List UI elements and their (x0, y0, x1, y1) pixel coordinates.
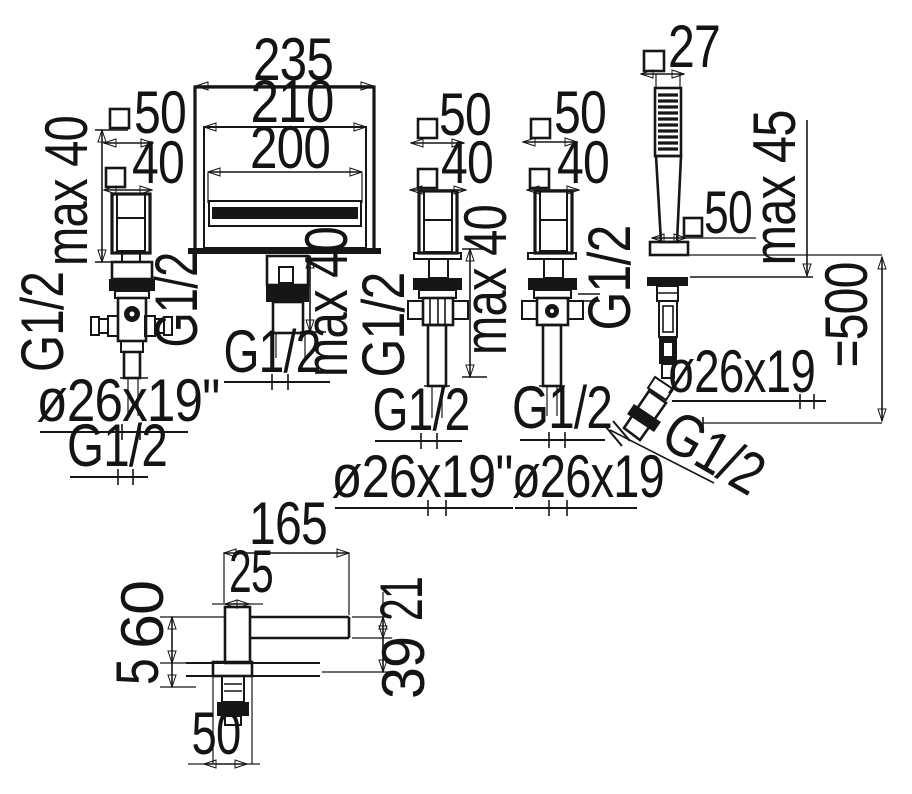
handshower-head (653, 86, 683, 158)
dim-height-above-deck: 60 (109, 581, 176, 649)
dim-valve1-deck-max: max 40 (452, 205, 519, 355)
handshower-deck-flange (647, 277, 688, 286)
valve2-front-view: 50 40 G1/2 G1/2 ø26x19 (512, 79, 665, 516)
side-locknut (217, 702, 249, 716)
valve1-deck-flange (413, 278, 462, 290)
valve2-handle-inner (539, 219, 568, 252)
square-symbol-icon (416, 117, 439, 140)
valve2-side-tab-left (521, 300, 538, 320)
dim-spout-thickness: 21 (368, 577, 435, 621)
spout-front-view: 235 210 200 max 40 G1/2 (188, 26, 381, 390)
spout-inlet-pipe (271, 300, 305, 335)
dim-spout-deck-max: max 40 (293, 227, 360, 377)
waterfall-slot (212, 207, 358, 219)
diverter-valve-front-view: 50 40 max 40 G1/2 G1/2 (9, 79, 221, 485)
square-symbol-icon (416, 167, 439, 190)
valve1-stem (428, 258, 449, 279)
dim-valve1-escutcheon: 50 (439, 81, 491, 148)
hose-thread-label: G1/2 (652, 397, 776, 508)
spout-locknut (266, 285, 309, 302)
dim-handshower-escutcheon: 50 (704, 179, 752, 246)
square-symbol-icon (642, 49, 666, 73)
valve2-stem (543, 258, 564, 279)
valve2-side-tab-right (567, 300, 584, 320)
valve1-side-tab-left (407, 300, 424, 320)
dim-spout-outer-width: 235 (253, 26, 333, 93)
square-symbol-icon (529, 117, 552, 140)
dim-side-escutcheon-diameter: 50 (192, 700, 241, 767)
spout-base-ledge (188, 248, 381, 254)
square-symbol-icon (528, 167, 551, 190)
spout-tailpiece-detail (278, 266, 294, 284)
handshower-front-view: 27 50 max 45 ø26x19 (605, 13, 882, 508)
dim-diverter-handle: 40 (132, 129, 184, 196)
handshower-holder (648, 240, 690, 257)
dim-valve2-escutcheon: 50 (554, 79, 606, 146)
diverter-outlet-left (107, 315, 119, 337)
hose-break-mark (612, 420, 631, 442)
valve2-bottom-thread-label: G1/2 (512, 374, 612, 441)
valve1-thread-side-label: G1/2 (350, 273, 417, 378)
dim-riser-offset: 25 (229, 538, 273, 605)
diverter-handle-inner (116, 217, 146, 252)
dim-valve2-handle: 40 (557, 129, 609, 196)
hose-connector (661, 363, 675, 379)
hose-block-slot (664, 343, 672, 356)
dim-valve1-handle: 40 (441, 129, 493, 196)
dim-diverter-deck-max: max 40 (33, 116, 100, 266)
diverter-screw-center (129, 311, 135, 317)
waterfall-slot-outline (208, 200, 362, 227)
dim-drop: 39 (370, 637, 437, 699)
diverter-bottom-thread-label: G1/2 (67, 412, 167, 479)
dim-spout-inner-width: 210 (251, 68, 334, 135)
spout-riser-profile (223, 605, 252, 665)
dim-spout-reach: 165 (249, 490, 327, 557)
diverter-thread-right-label: G1/2 (143, 253, 210, 348)
spout-thread-label: G1/2 (224, 318, 321, 385)
diverter-deck-flange (109, 279, 155, 291)
dim-hose-length: =500 (813, 263, 880, 368)
square-symbol-icon (108, 107, 131, 130)
handshower-shaft-inner (662, 305, 674, 333)
dim-handshower-deck-max: max 45 (741, 111, 808, 266)
side-nipple (224, 715, 242, 726)
valve2-thread-side-label: G1/2 (576, 226, 643, 331)
valve2-connection-label: ø26x19 (512, 443, 664, 510)
valve1-bottom-thread-label: G1/2 (373, 376, 470, 443)
handshower-head-stripes (658, 93, 678, 151)
spout-side-view: 165 25 60 5 21 39 (104, 490, 437, 767)
valve1-connection-label: ø26x19" (332, 443, 513, 510)
dim-handshower-head: 27 (668, 13, 720, 80)
label-leader-line (609, 429, 715, 484)
handshower-handle (654, 154, 683, 244)
diverter-outlet-left (90, 316, 100, 336)
handshower-connection-label: ø26x19 (667, 338, 815, 405)
hose-nut (627, 404, 661, 432)
dim-plate-thickness: 5 (104, 659, 171, 685)
diverter-lower-body (120, 340, 144, 353)
hose-break-mark (605, 426, 623, 447)
dim-diverter-escutcheon: 50 (134, 79, 186, 146)
diverter-outlet-right (163, 316, 173, 336)
valve2-screw-center (550, 309, 554, 313)
square-symbol-icon (104, 166, 127, 189)
diverter-connection-label: ø26x19" (37, 367, 220, 434)
diverter-outlet-left (98, 318, 109, 334)
side-tailpiece (221, 675, 245, 703)
square-symbol-icon (682, 216, 704, 238)
valve1-handle-inner (423, 219, 453, 253)
dim-spout-slot-width: 200 (250, 114, 330, 181)
valve1-front-view: 50 40 G1/2 max 40 G1/2 ø26x19" (332, 81, 519, 516)
diverter-thread-left-label: G1/2 (9, 272, 76, 372)
hose-elbow (646, 375, 675, 402)
valve2-deck-flange (528, 278, 577, 290)
